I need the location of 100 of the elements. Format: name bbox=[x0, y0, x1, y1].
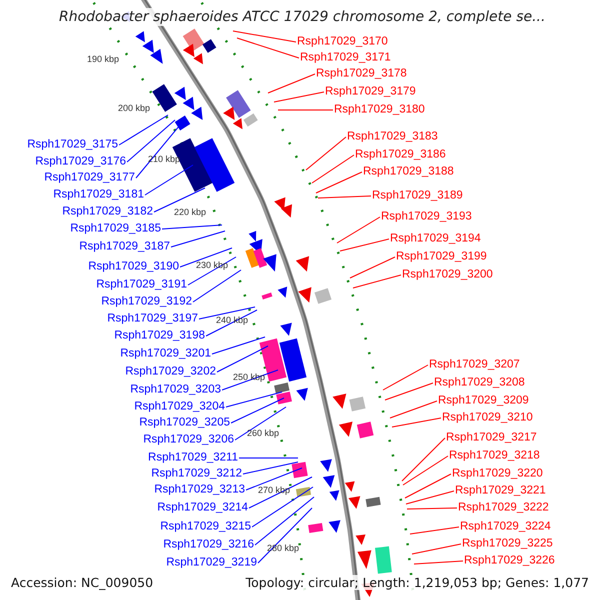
gene-label: Rsph17029_3183 bbox=[347, 130, 438, 144]
position-label: 190 kbp bbox=[87, 54, 120, 64]
gene-label: Rsph17029_3186 bbox=[355, 148, 446, 162]
gene-label: Rsph17029_3222 bbox=[458, 502, 549, 514]
gene-label: Rsph17029_3179 bbox=[325, 86, 416, 98]
gene-label: Rsph17029_3171 bbox=[300, 52, 391, 64]
leader-line bbox=[144, 164, 194, 196]
leader-line bbox=[336, 216, 380, 244]
accession-label: Accession: NC_009050 bbox=[9, 575, 156, 590]
gene-label: Rsph17029_3224 bbox=[460, 520, 551, 534]
gene-label: Rsph17029_3176 bbox=[35, 156, 126, 168]
leader-line bbox=[154, 188, 206, 212]
gene-label: Rsph17029_3200 bbox=[402, 268, 493, 282]
leader-line bbox=[402, 438, 446, 482]
gene-label: Rsph17029_3207 bbox=[429, 358, 520, 372]
gene-label: Rsph17029_3211 bbox=[148, 452, 238, 464]
gene-label: Rsph17029_3198 bbox=[114, 330, 205, 342]
leader-line bbox=[402, 456, 448, 486]
leader-line bbox=[350, 256, 396, 278]
gene-label: Rsph17029_3212 bbox=[151, 468, 242, 480]
leader-line bbox=[180, 248, 232, 268]
gene-label: Rsph17029_3193 bbox=[381, 210, 472, 224]
leader-line bbox=[118, 114, 168, 146]
leader-line bbox=[248, 476, 312, 508]
gene-label: Rsph17029_3208 bbox=[434, 376, 525, 390]
gene-label: Rsph17029_3214 bbox=[157, 502, 248, 514]
gene-label: Rsph17029_3220 bbox=[452, 468, 543, 480]
gene-label: Rsph17029_3175 bbox=[27, 138, 118, 152]
gene-label: Rsph17029_3216 bbox=[163, 538, 254, 552]
leader-line bbox=[306, 136, 346, 170]
gene-label: Rsph17029_3209 bbox=[438, 394, 529, 408]
leader-line bbox=[192, 270, 242, 302]
gene-label: Rsph17029_3217 bbox=[446, 432, 537, 444]
leader-line bbox=[312, 154, 354, 184]
leader-line bbox=[392, 418, 442, 428]
leader-line bbox=[198, 306, 256, 320]
leader-line bbox=[136, 124, 180, 178]
position-label: 200 kbp bbox=[118, 103, 150, 113]
leader-line bbox=[162, 224, 222, 230]
leader-line bbox=[412, 544, 462, 554]
leader-line bbox=[252, 486, 314, 528]
gene-label: Rsph17029_3185 bbox=[70, 222, 161, 236]
gene-label: Rsph17029_3189 bbox=[372, 190, 463, 202]
leader-line bbox=[230, 398, 284, 424]
gene-label: Rsph17029_3219 bbox=[166, 556, 257, 570]
gene-label: Rsph17029_3182 bbox=[62, 206, 153, 218]
gene-label: Rsph17029_3181 bbox=[53, 188, 144, 202]
leader-line bbox=[414, 560, 464, 564]
leader-line bbox=[318, 196, 372, 198]
position-label: 220 kbp bbox=[174, 207, 206, 217]
leader-line bbox=[404, 474, 452, 498]
leader-line bbox=[384, 382, 434, 400]
gene-label: Rsph17029_3215 bbox=[160, 520, 251, 534]
gene-label: Rsph17029_3187 bbox=[79, 240, 170, 254]
gene-label: Rsph17029_3192 bbox=[101, 296, 192, 308]
gene-label: Rsph17029_3218 bbox=[449, 450, 540, 462]
position-label: 240 kbp bbox=[216, 315, 248, 325]
leader-line bbox=[222, 370, 278, 390]
gene-label: Rsph17029_3225 bbox=[462, 538, 553, 550]
gene-label: Rsph17029_3170 bbox=[297, 36, 388, 48]
leader-line bbox=[352, 274, 402, 288]
leader-line bbox=[268, 74, 316, 94]
gene-label: Rsph17029_3199 bbox=[396, 250, 487, 264]
gene-label: Rsph17029_3226 bbox=[464, 554, 555, 568]
gene-label: Rsph17029_3204 bbox=[134, 400, 225, 414]
leader-line bbox=[212, 336, 266, 354]
leader-line bbox=[232, 30, 296, 42]
leader-line bbox=[216, 346, 268, 372]
gene-label: Rsph17029_3206 bbox=[143, 434, 234, 446]
gene-label: Rsph17029_3203 bbox=[130, 384, 221, 396]
gene-label: Rsph17029_3191 bbox=[96, 278, 187, 292]
leader-line bbox=[406, 508, 458, 510]
gene-label: Rsph17029_3221 bbox=[455, 484, 546, 498]
gene-label: Rsph17029_3213 bbox=[154, 484, 245, 496]
leader-line bbox=[170, 230, 226, 248]
leader-line bbox=[242, 462, 298, 474]
gene-label: Rsph17029_3177 bbox=[44, 172, 135, 184]
leader-line bbox=[406, 490, 454, 504]
position-label: 260 kbp bbox=[247, 428, 280, 438]
gene-label: Rsph17029_3188 bbox=[363, 166, 454, 178]
leader-line bbox=[126, 120, 176, 162]
leader-line bbox=[226, 392, 282, 408]
leader-line bbox=[410, 526, 460, 534]
leader-line bbox=[258, 508, 312, 564]
genome-summary-label: Topology: circular; Length: 1,219,053 bp; Genes: 1,077 bbox=[244, 575, 591, 590]
gene-label: Rsph17029_3201 bbox=[120, 348, 211, 360]
leader-line bbox=[236, 38, 300, 58]
leader-line bbox=[340, 238, 390, 252]
gene-label: Rsph17029_3205 bbox=[139, 416, 230, 430]
leader-line bbox=[382, 364, 428, 390]
gene-label: Rsph17029_3202 bbox=[125, 366, 216, 378]
leader-line bbox=[316, 172, 362, 194]
leader-line bbox=[390, 400, 438, 418]
gene-label: Rsph17029_3194 bbox=[390, 232, 481, 246]
gene-label: Rsph17029_3178 bbox=[316, 68, 407, 80]
gene-label: Rsph17029_3180 bbox=[334, 104, 425, 116]
leader-line bbox=[246, 468, 302, 490]
gene-label: Rsph17029_3210 bbox=[442, 412, 533, 424]
gene-label: Rsph17029_3197 bbox=[107, 312, 198, 326]
leader-line bbox=[206, 310, 258, 336]
